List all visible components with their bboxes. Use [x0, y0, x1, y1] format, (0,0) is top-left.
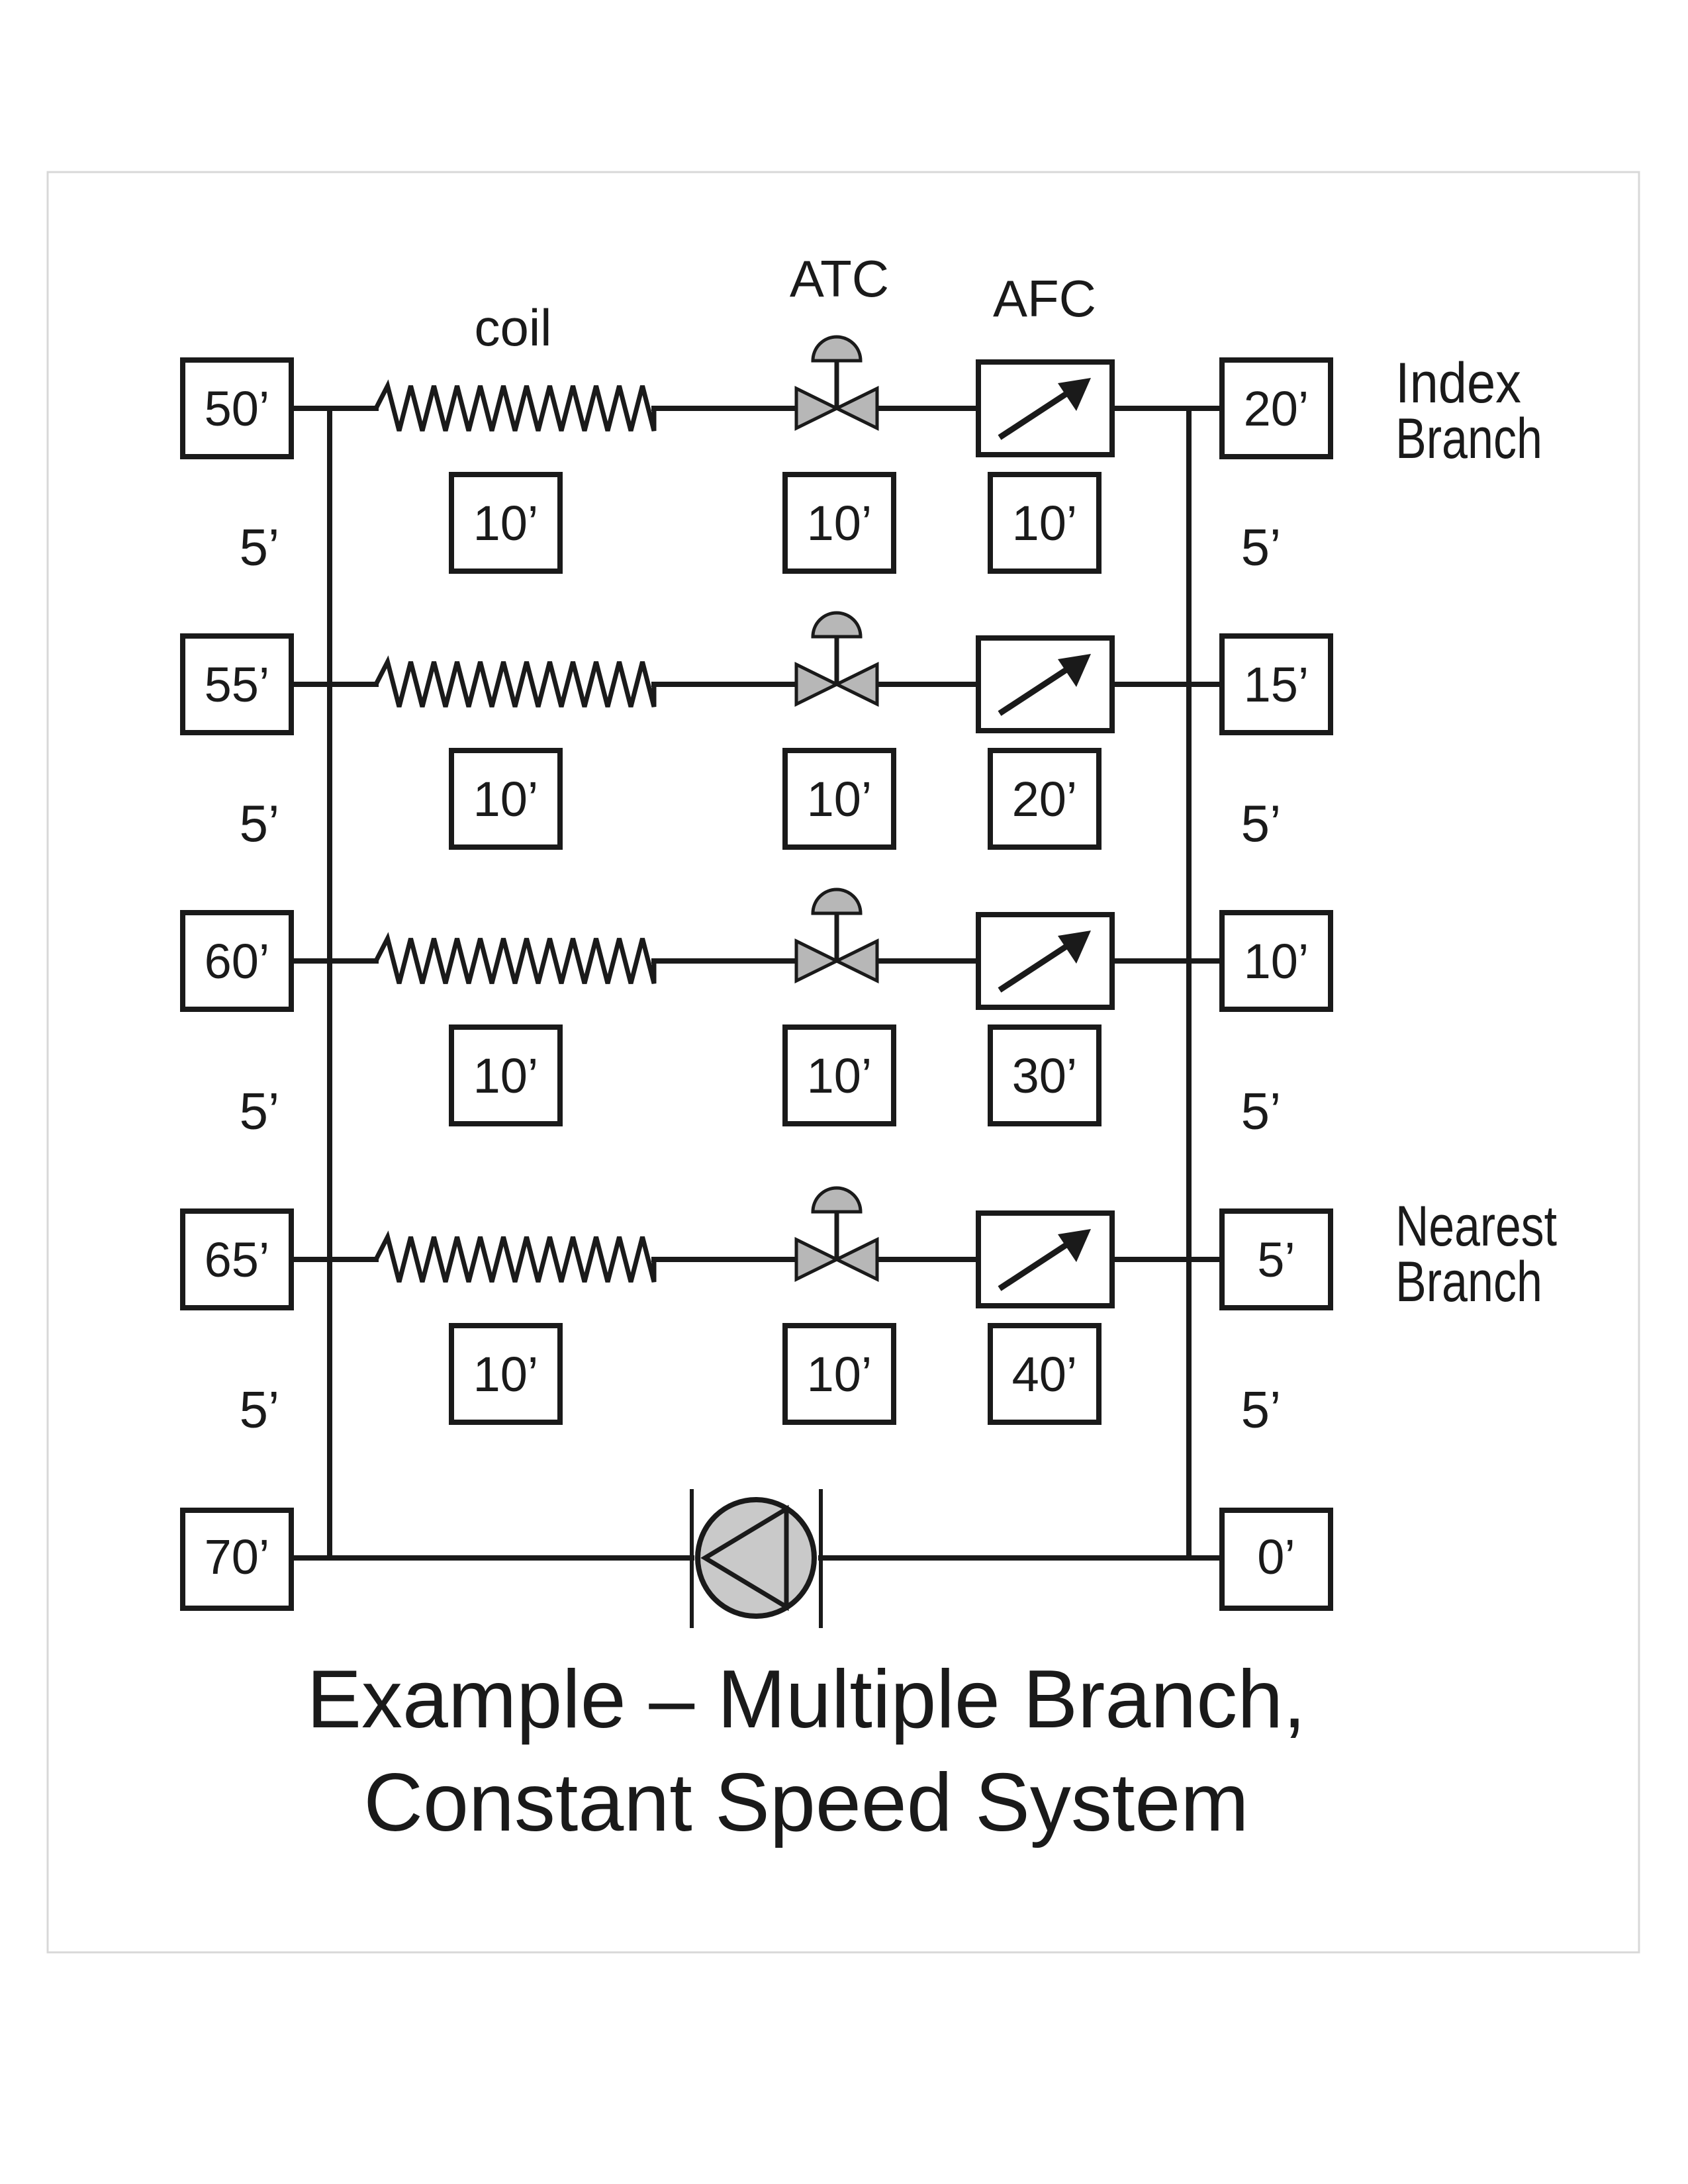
branch-4-coil-drop: 10’ — [473, 1347, 539, 1402]
branch-3-coil-icon — [373, 932, 657, 984]
pump-icon — [690, 1489, 823, 1628]
branch-2-afc-arrow-head — [1058, 654, 1091, 687]
branch-2-valve-actuator-icon — [811, 611, 863, 639]
return-riser-drop-1: 5’ — [1241, 518, 1282, 576]
index-branch-label-line1: Index — [1395, 351, 1521, 415]
index-branch-label-line2: Branch — [1395, 407, 1542, 471]
branch-1-atc-drop-box — [782, 472, 896, 574]
branch-3-afc-drop: 30’ — [1012, 1048, 1078, 1103]
branch-1-afc-drop: 10’ — [1012, 496, 1078, 551]
branch-4-valve-actuator-icon — [811, 1186, 863, 1214]
branch-3-valve-actuator-icon — [811, 887, 863, 915]
supply-riser-drop-3: 5’ — [240, 1082, 280, 1140]
branch-2-coil-icon — [373, 655, 657, 707]
branch-2-coil-drop: 10’ — [473, 772, 539, 827]
branch-4-afc-arrow-head — [1058, 1229, 1091, 1262]
return-riser-drop-2: 5’ — [1241, 794, 1282, 852]
branch-2-atc-drop-box — [782, 748, 896, 850]
branch-1-atc-drop: 10’ — [807, 496, 872, 551]
branch-1-valve-body-left — [794, 385, 841, 432]
branch-1-coil-drop: 10’ — [473, 496, 539, 551]
pump-suction-head: 0’ — [1257, 1529, 1295, 1584]
branch-3-coil-drop: 10’ — [473, 1048, 539, 1103]
branch-2-supply-head-box — [180, 633, 294, 735]
branch-3-valve-body-left — [794, 938, 841, 984]
branch-3-valve-body-right — [833, 938, 879, 984]
branch-2-return-head-box — [1219, 633, 1333, 735]
branch-3-coil-drop-box — [449, 1024, 563, 1126]
title-line-1: Example – Multiple Branch, — [306, 1654, 1305, 1745]
branch-4-afc-drop: 40’ — [1012, 1347, 1078, 1402]
branch-3-return-head-box — [1219, 910, 1333, 1012]
branch-1-return-head-box — [1219, 357, 1333, 459]
branch-4-coil-icon — [373, 1230, 657, 1283]
branch-3-atc-drop-box — [782, 1024, 896, 1126]
branch-3-supply-head-box — [180, 910, 294, 1012]
nearest-branch-label-line2: Branch — [1395, 1250, 1542, 1314]
branch-4-supply-head: 65’ — [205, 1232, 270, 1287]
branch-4-coil-drop-box — [449, 1323, 563, 1425]
supply-riser-drop-4: 5’ — [240, 1381, 280, 1439]
branch-1-afc-arrow-head — [1058, 378, 1091, 411]
branch-4-atc-drop-box — [782, 1323, 896, 1425]
pump-discharge-head-box — [180, 1508, 294, 1611]
title-line-2: Constant Speed System — [363, 1757, 1248, 1848]
branch-1-coil-icon — [373, 379, 657, 432]
branch-1-return-head: 20’ — [1244, 381, 1309, 436]
branch-2-coil-drop-box — [449, 748, 563, 850]
branch-layer: 50’ 20’ 10’ 10’ 10’ 5’ 5’ 55’ 15’ 10’ 10’ 20’ 5’ 5’ 60… — [180, 335, 1333, 1439]
branch-3-afc-arrow-shaft — [998, 940, 1074, 993]
return-riser-drop-3: 5’ — [1241, 1082, 1282, 1140]
branch-2-valve-body-right — [833, 661, 879, 707]
branch-3-afc-drop-box — [988, 1024, 1102, 1126]
afc-label: AFC — [993, 269, 1096, 328]
branch-1-coil-drop-box — [449, 472, 563, 574]
branch-4-afc-drop-box — [988, 1323, 1102, 1425]
branch-2-afc-arrow-shaft — [998, 663, 1074, 716]
branch-2-afc-drop: 20’ — [1012, 772, 1078, 827]
supply-riser-drop-2: 5’ — [240, 794, 280, 852]
branch-1-afc-drop-box — [988, 472, 1102, 574]
branch-3-afc-arrow-head — [1058, 931, 1091, 964]
branch-1-valve-body-right — [833, 385, 879, 432]
coil-label: coil — [474, 298, 551, 357]
branch-1-valve-actuator-icon — [811, 335, 863, 363]
branch-4-afc-arrow-shaft — [998, 1238, 1074, 1291]
branch-3-return-head: 10’ — [1244, 934, 1309, 989]
branch-3-atc-drop: 10’ — [807, 1048, 872, 1103]
return-riser-drop-4: 5’ — [1241, 1381, 1282, 1439]
branch-4-supply-head-box — [180, 1208, 294, 1310]
pump-suction-head-box — [1219, 1508, 1333, 1611]
branch-4-return-head: 5’ — [1257, 1232, 1295, 1287]
atc-label: ATC — [790, 250, 889, 308]
branch-2-valve-body-left — [794, 661, 841, 707]
branch-1-supply-head: 50’ — [205, 381, 270, 436]
branch-1-afc-arrow-shaft — [998, 387, 1074, 440]
supply-riser-drop-1: 5’ — [240, 518, 280, 576]
pump-discharge-head: 70’ — [205, 1529, 270, 1584]
branch-2-afc-drop-box — [988, 748, 1102, 850]
branch-3-supply-head: 60’ — [205, 934, 270, 989]
branch-4-atc-drop: 10’ — [807, 1347, 872, 1402]
branch-4-valve-body-right — [833, 1236, 879, 1283]
branch-2-atc-drop: 10’ — [807, 772, 872, 827]
nearest-branch-label-line1: Nearest — [1395, 1195, 1557, 1258]
branch-2-supply-head: 55’ — [205, 657, 270, 712]
branch-1-supply-head-box — [180, 357, 294, 459]
branch-4-return-head-box — [1219, 1208, 1333, 1310]
branch-4-valve-body-left — [794, 1236, 841, 1283]
branch-2-return-head: 15’ — [1244, 657, 1309, 712]
